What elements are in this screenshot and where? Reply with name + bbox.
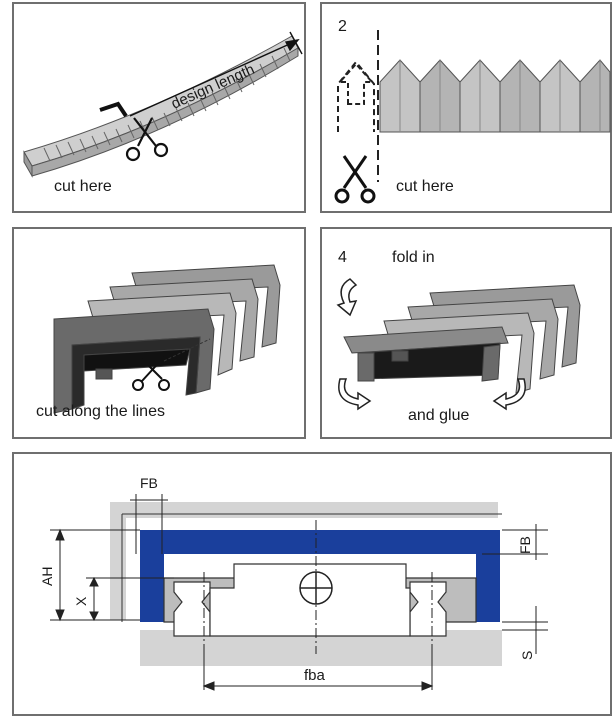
glue-arrow-right-icon bbox=[492, 378, 526, 411]
design-length-arrow bbox=[129, 31, 303, 117]
fb-top-dimension bbox=[130, 494, 168, 554]
bellows-pleats bbox=[379, 59, 611, 133]
step4-number: 4 bbox=[338, 249, 347, 266]
step2-panel: 2 cut her bbox=[320, 2, 612, 213]
step4-fold-label: fold in bbox=[392, 249, 435, 266]
glue-arrow-left-icon bbox=[338, 378, 372, 411]
scissors-icon bbox=[125, 117, 169, 162]
ah-dimension bbox=[50, 528, 140, 622]
step2-cut-label: cut here bbox=[396, 178, 454, 195]
cross-section-drawing: FB FB AH X S bbox=[39, 475, 548, 691]
removed-fold-outline bbox=[337, 60, 375, 132]
fba-label: fba bbox=[304, 667, 326, 684]
step2-illustration bbox=[334, 30, 611, 204]
cut-guide-line bbox=[163, 338, 211, 362]
step1-cut-label: cut here bbox=[54, 178, 112, 195]
cross-section-panel: FB FB AH X S bbox=[12, 452, 612, 716]
bellows-strip bbox=[23, 35, 299, 178]
bellows-cover bbox=[53, 264, 281, 414]
step1-panel: design length cut here bbox=[12, 2, 306, 213]
fb-right-label: FB bbox=[517, 536, 533, 554]
s-label: S bbox=[519, 651, 535, 660]
step2-number: 2 bbox=[338, 18, 347, 35]
fold-in-arrow-icon bbox=[336, 278, 358, 317]
x-label: X bbox=[73, 596, 89, 606]
up-arrow-icon bbox=[337, 62, 375, 105]
step3-cut-label: cut along the lines bbox=[36, 403, 165, 420]
scissors-icon bbox=[132, 356, 170, 391]
bellows-cover-section bbox=[140, 530, 500, 622]
fb-top-label: FB bbox=[140, 475, 158, 491]
x-dimension bbox=[86, 576, 174, 622]
step3-illustration bbox=[53, 264, 281, 414]
ah-label: AH bbox=[39, 567, 55, 586]
step1-illustration: design length bbox=[23, 31, 303, 178]
step4-illustration bbox=[336, 278, 581, 411]
step4-panel: 4 fold in and glue bbox=[320, 227, 612, 439]
scissors-icon bbox=[334, 155, 376, 204]
step4-glue-label: and glue bbox=[408, 407, 470, 424]
fb-right-dimension bbox=[482, 524, 548, 560]
s-dimension bbox=[502, 606, 548, 654]
bellows-cover bbox=[343, 284, 581, 394]
step3-panel: cut along the lines bbox=[12, 227, 306, 439]
fba-dimension bbox=[202, 650, 434, 691]
